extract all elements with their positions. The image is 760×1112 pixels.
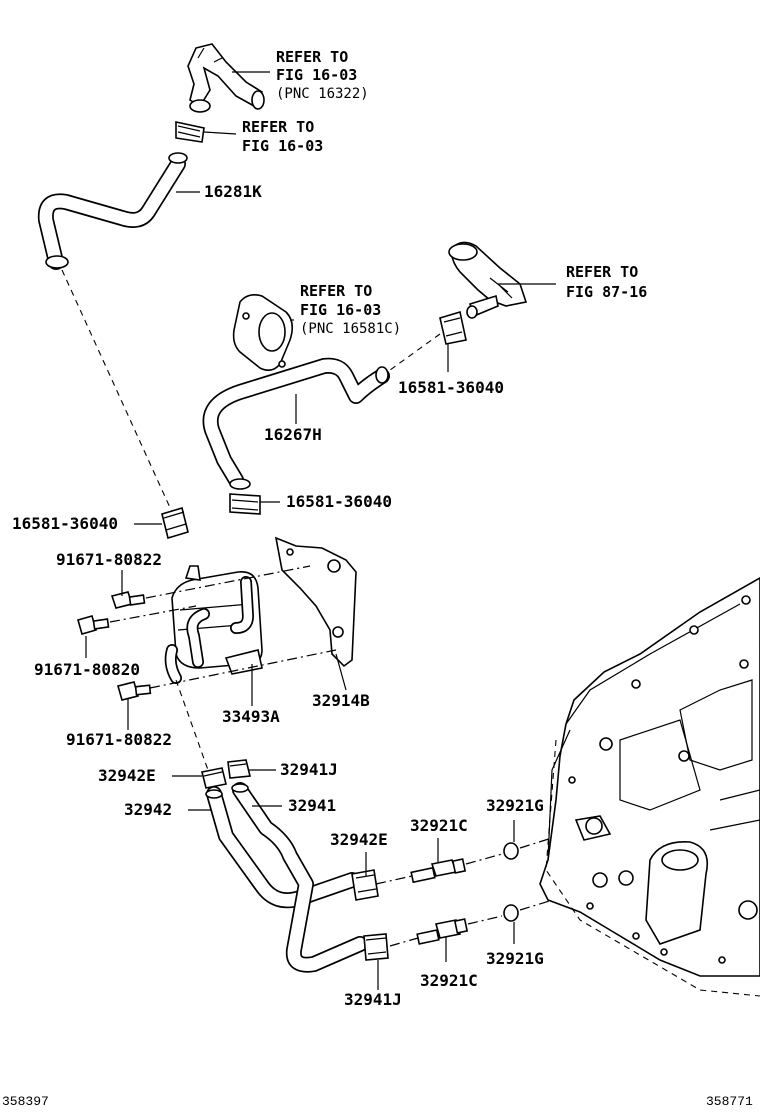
clamp-32941J-lower	[363, 933, 389, 961]
hose-16267H	[202, 357, 390, 490]
upper-clamp	[175, 121, 205, 143]
bolt-91671-80820	[77, 615, 110, 635]
part-label: 16581-36040	[398, 378, 504, 397]
part-label: 91671-80822	[66, 730, 172, 749]
part-label: 16581-36040	[286, 492, 392, 511]
union-32921C-upper	[410, 858, 467, 884]
part-label: 16267H	[264, 425, 322, 444]
clamp-32942E-upper	[201, 767, 227, 789]
callout-ref-line1: REFER TO	[276, 48, 348, 66]
bolt-91671-80822-upper	[110, 591, 146, 609]
part-label: 32941	[288, 796, 336, 815]
transmission-case	[539, 577, 760, 997]
clamp-16581-middle	[229, 493, 261, 515]
hose-16281K	[37, 152, 188, 270]
footer-left-code: 358397	[2, 1094, 49, 1109]
part-label: 16581-36040	[12, 514, 118, 533]
hose-32941	[231, 782, 368, 973]
callout-ref-line1: REFER TO	[566, 263, 638, 281]
callout-ref-line2: FIG 16-03	[276, 66, 357, 84]
o-ring-32921G-lower	[503, 904, 519, 922]
part-label: 32942E	[98, 766, 156, 785]
callout-ref-line1: REFER TO	[242, 118, 314, 136]
clamp-16581-left	[161, 506, 189, 540]
part-label: 32921G	[486, 949, 544, 968]
water-outlet-gasket	[232, 294, 294, 372]
union-32921C-lower	[416, 918, 469, 945]
part-label: 91671-80820	[34, 660, 140, 679]
callout-ref-line2: FIG 16-03	[242, 137, 323, 155]
callout-ref-line3: (PNC 16322)	[276, 86, 369, 102]
dash-bolt-lower	[149, 649, 337, 689]
part-label: 32921G	[486, 796, 544, 815]
clamp-32942E-lower	[351, 869, 379, 901]
dash-fitting-to-hose-16267H	[389, 333, 441, 371]
part-label: 91671-80822	[56, 550, 162, 569]
callout-ref-line2: FIG 16-03	[300, 301, 381, 319]
callout-ref-line2: FIG 87-16	[566, 283, 647, 301]
o-ring-32921G-upper	[503, 842, 519, 860]
part-label: 16281K	[204, 182, 262, 201]
heater-valve-fitting	[448, 241, 528, 319]
part-label: 32921C	[420, 971, 478, 990]
callout-ref-line1: REFER TO	[300, 282, 372, 300]
part-label: 32941J	[280, 760, 338, 779]
callout-ref-line3: (PNC 16581C)	[300, 321, 401, 337]
clamp-32941J-upper	[227, 759, 252, 779]
oil-cooler-bracket-32914B	[274, 536, 357, 668]
part-label: 32942E	[330, 830, 388, 849]
bolt-91671-80822-lower	[117, 681, 152, 701]
dash-bolt-middle	[109, 605, 197, 623]
part-label: 32914B	[312, 691, 370, 710]
leader-lines	[85, 71, 556, 990]
clamp-16581-upper-right	[439, 310, 467, 345]
footer-right-code: 358771	[706, 1094, 753, 1109]
upper-water-fitting	[187, 43, 265, 113]
dash-cooler-to-lower-clamps	[175, 679, 209, 771]
part-label: 32942	[124, 800, 172, 819]
part-label: 32941J	[344, 990, 402, 1009]
dash-bolt-upper	[145, 565, 311, 599]
dash-16281K-to-clamp	[61, 269, 173, 513]
part-label: 33493A	[222, 707, 280, 726]
oil-cooler-33493A	[164, 565, 263, 684]
part-label: 32921C	[410, 816, 468, 835]
